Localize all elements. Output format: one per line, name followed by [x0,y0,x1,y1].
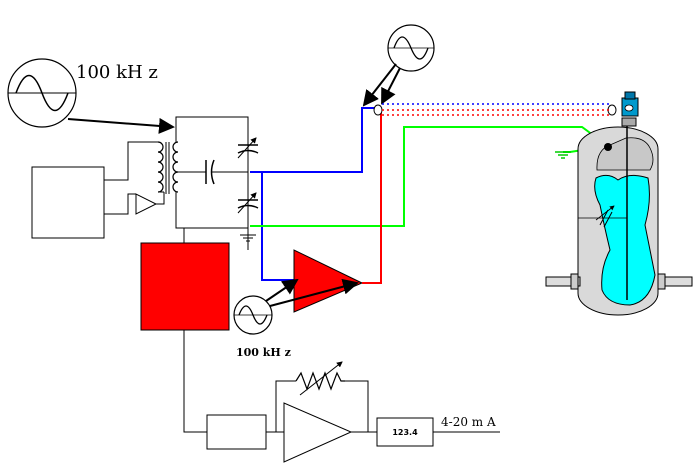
large-source-arrow [67,117,175,134]
ground-icon [555,151,571,159]
large-source-frequency-label: 100 kH z [76,62,158,83]
variable-capacitor-icon [595,205,615,228]
large-sine-source: 100 kH z [7,58,175,134]
signal-amplifier [293,249,364,313]
transformer [157,141,179,194]
left-flange [545,276,581,287]
controller-box [31,166,105,239]
filter-block [206,414,267,450]
variable-capacitor-icon [237,192,259,214]
demodulator-block [140,242,230,331]
variable-resistor-icon [295,361,345,396]
top-right-sine-source [362,24,435,107]
green-ground-line [250,126,609,227]
display-value: 123.4 [392,428,418,437]
output-amplifier [283,402,353,463]
cable-connector-left [373,104,383,116]
small-buffer-amplifier [135,193,158,215]
ground-icon [240,234,256,242]
ground-contact-dot [604,143,612,151]
series-capacitor-plate-b [210,159,215,185]
level-sensor-head [621,91,639,127]
red-signal-line [362,108,382,284]
vessel-tank [545,125,693,316]
blue-signal-line [250,107,376,173]
variable-capacitor-icon [237,137,259,159]
output-signal-label: 4-20 m A [441,415,496,429]
small-source-frequency-label: 100 kH z [236,346,291,359]
small-sine-source: 100 kH z [233,278,359,359]
